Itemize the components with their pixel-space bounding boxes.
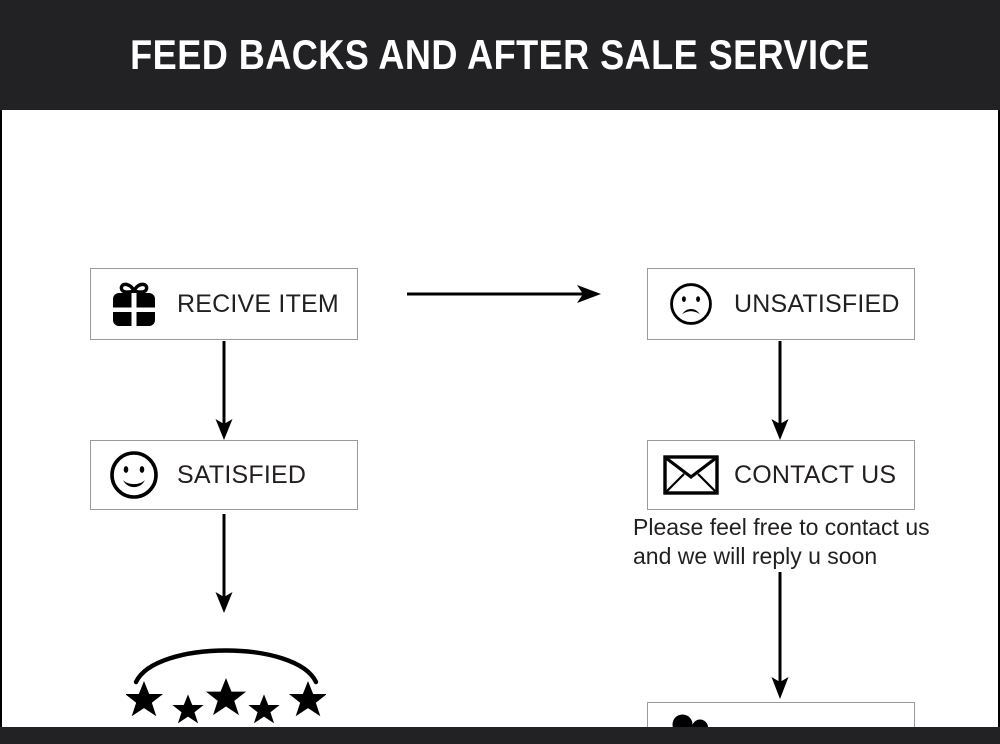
- arrow-contact-to-solve: [771, 572, 789, 699]
- flow-box-recive-item[interactable]: RECIVE ITEM: [90, 268, 358, 340]
- diagram-canvas: RECIVE ITEM SATISFIED: [0, 110, 1000, 744]
- header-bar: FEED BACKS AND AFTER SALE SERVICE: [0, 0, 1000, 110]
- smiley-face-icon: [91, 449, 177, 501]
- arrow-recive-to-satisfied: [215, 341, 233, 440]
- footer-bar: [0, 727, 1000, 744]
- flow-box-contact-us[interactable]: CONTACT US: [647, 440, 915, 510]
- flow-box-label: UNSATISFIED: [734, 289, 900, 318]
- gift-icon: [91, 278, 177, 330]
- sad-face-icon: [648, 281, 734, 327]
- arrow-recive-to-unsatisfied: [407, 285, 601, 303]
- page-title: FEED BACKS AND AFTER SALE SERVICE: [130, 31, 870, 78]
- envelope-icon: [648, 455, 734, 495]
- flow-box-label: CONTACT US: [734, 460, 897, 489]
- contact-text-line-2: and we will reply u soon: [633, 543, 878, 569]
- flow-box-label: RECIVE ITEM: [177, 289, 339, 318]
- contact-note-text: Please feel free to contact us and we wi…: [633, 513, 963, 571]
- arrow-satisfied-to-stars: [215, 514, 233, 613]
- flow-box-satisfied[interactable]: SATISFIED: [90, 440, 358, 510]
- arrow-unsatisfied-to-contact: [771, 341, 789, 440]
- five-stars-arc-icon: [126, 648, 326, 724]
- flow-box-label: SATISFIED: [177, 460, 307, 489]
- flow-box-unsatisfied[interactable]: UNSATISFIED: [647, 268, 915, 340]
- contact-text-line-1: Please feel free to contact us: [633, 514, 930, 540]
